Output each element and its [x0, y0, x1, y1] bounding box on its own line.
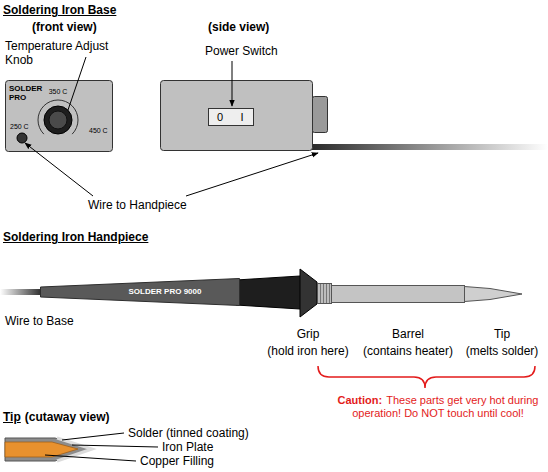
part-label: Grip — [297, 327, 320, 341]
barrel — [332, 286, 465, 303]
view-label: (side view) — [208, 20, 269, 34]
switch-mark: 0 — [217, 111, 223, 124]
base-side-housing — [161, 81, 313, 151]
switch-rocker — [209, 109, 254, 126]
part-label: Tip — [494, 327, 510, 341]
grip — [236, 276, 305, 309]
base-front-panel: SOLDER PRO 350 C 250 C 450 C — [5, 80, 113, 152]
part-label: Copper Filling — [140, 454, 214, 468]
copper-filling — [5, 442, 78, 457]
power-switch: 0I — [208, 108, 254, 126]
brand-label: SOLDER PRO — [9, 84, 45, 102]
handpiece-cord — [0, 289, 42, 295]
view-label: (cutaway view) — [25, 410, 110, 424]
switch-mark: I — [240, 111, 243, 124]
section-heading: Soldering Iron Base — [3, 3, 116, 17]
node-outline — [208, 108, 254, 126]
part-label: Iron Plate — [162, 440, 213, 454]
part-note: (contains heater) — [363, 344, 453, 358]
caution-word: Caution: — [338, 394, 383, 406]
temperature-knob — [44, 106, 72, 134]
part-note: (melts solder) — [466, 344, 539, 358]
dial-mark: 350 C — [49, 88, 68, 96]
section-heading: Tip — [3, 410, 21, 424]
power-cord — [312, 144, 548, 150]
handle: SOLDER PRO 9000 — [40, 278, 240, 306]
brand-label: SOLDER PRO 9000 — [129, 287, 202, 296]
base-front-housing — [6, 81, 113, 152]
caution-bracket — [318, 366, 535, 388]
leader-line — [25, 143, 93, 196]
section-heading: Soldering Iron Handpiece — [3, 230, 148, 244]
part-label: Temperature Adjust Knob — [5, 39, 121, 67]
tip — [465, 287, 523, 302]
leader-line — [45, 455, 136, 461]
knob-side — [313, 97, 328, 133]
knurled-nut — [318, 284, 332, 304]
part-label: Wire to Base — [5, 314, 74, 328]
knob-cap — [49, 111, 67, 129]
view-label: (front view) — [32, 20, 97, 34]
part-label: Barrel — [392, 327, 424, 341]
knurling — [321, 284, 330, 303]
flange — [300, 269, 317, 317]
section-heading: Tip (cutaway view) — [3, 410, 109, 424]
part-label: Power Switch — [205, 44, 278, 58]
part-note: (hold iron here) — [267, 344, 348, 358]
dial-mark: 450 C — [89, 127, 108, 135]
part-label: Wire to Handpiece — [88, 198, 187, 212]
leader-line — [62, 433, 124, 440]
part-label: Solder (tinned coating) — [128, 426, 249, 440]
leader-line — [72, 445, 158, 447]
dial-scale — [38, 100, 78, 134]
iron-plate — [5, 438, 92, 461]
leader-line — [68, 57, 86, 110]
handle-body — [41, 279, 240, 306]
leader-line — [186, 153, 318, 196]
solder-coating — [57, 438, 92, 461]
leader-line — [232, 61, 233, 106]
dial-mark: 250 C — [10, 123, 29, 131]
handpiece-socket — [17, 133, 27, 143]
caution-note: Caution:These parts get very hot during … — [333, 394, 543, 420]
